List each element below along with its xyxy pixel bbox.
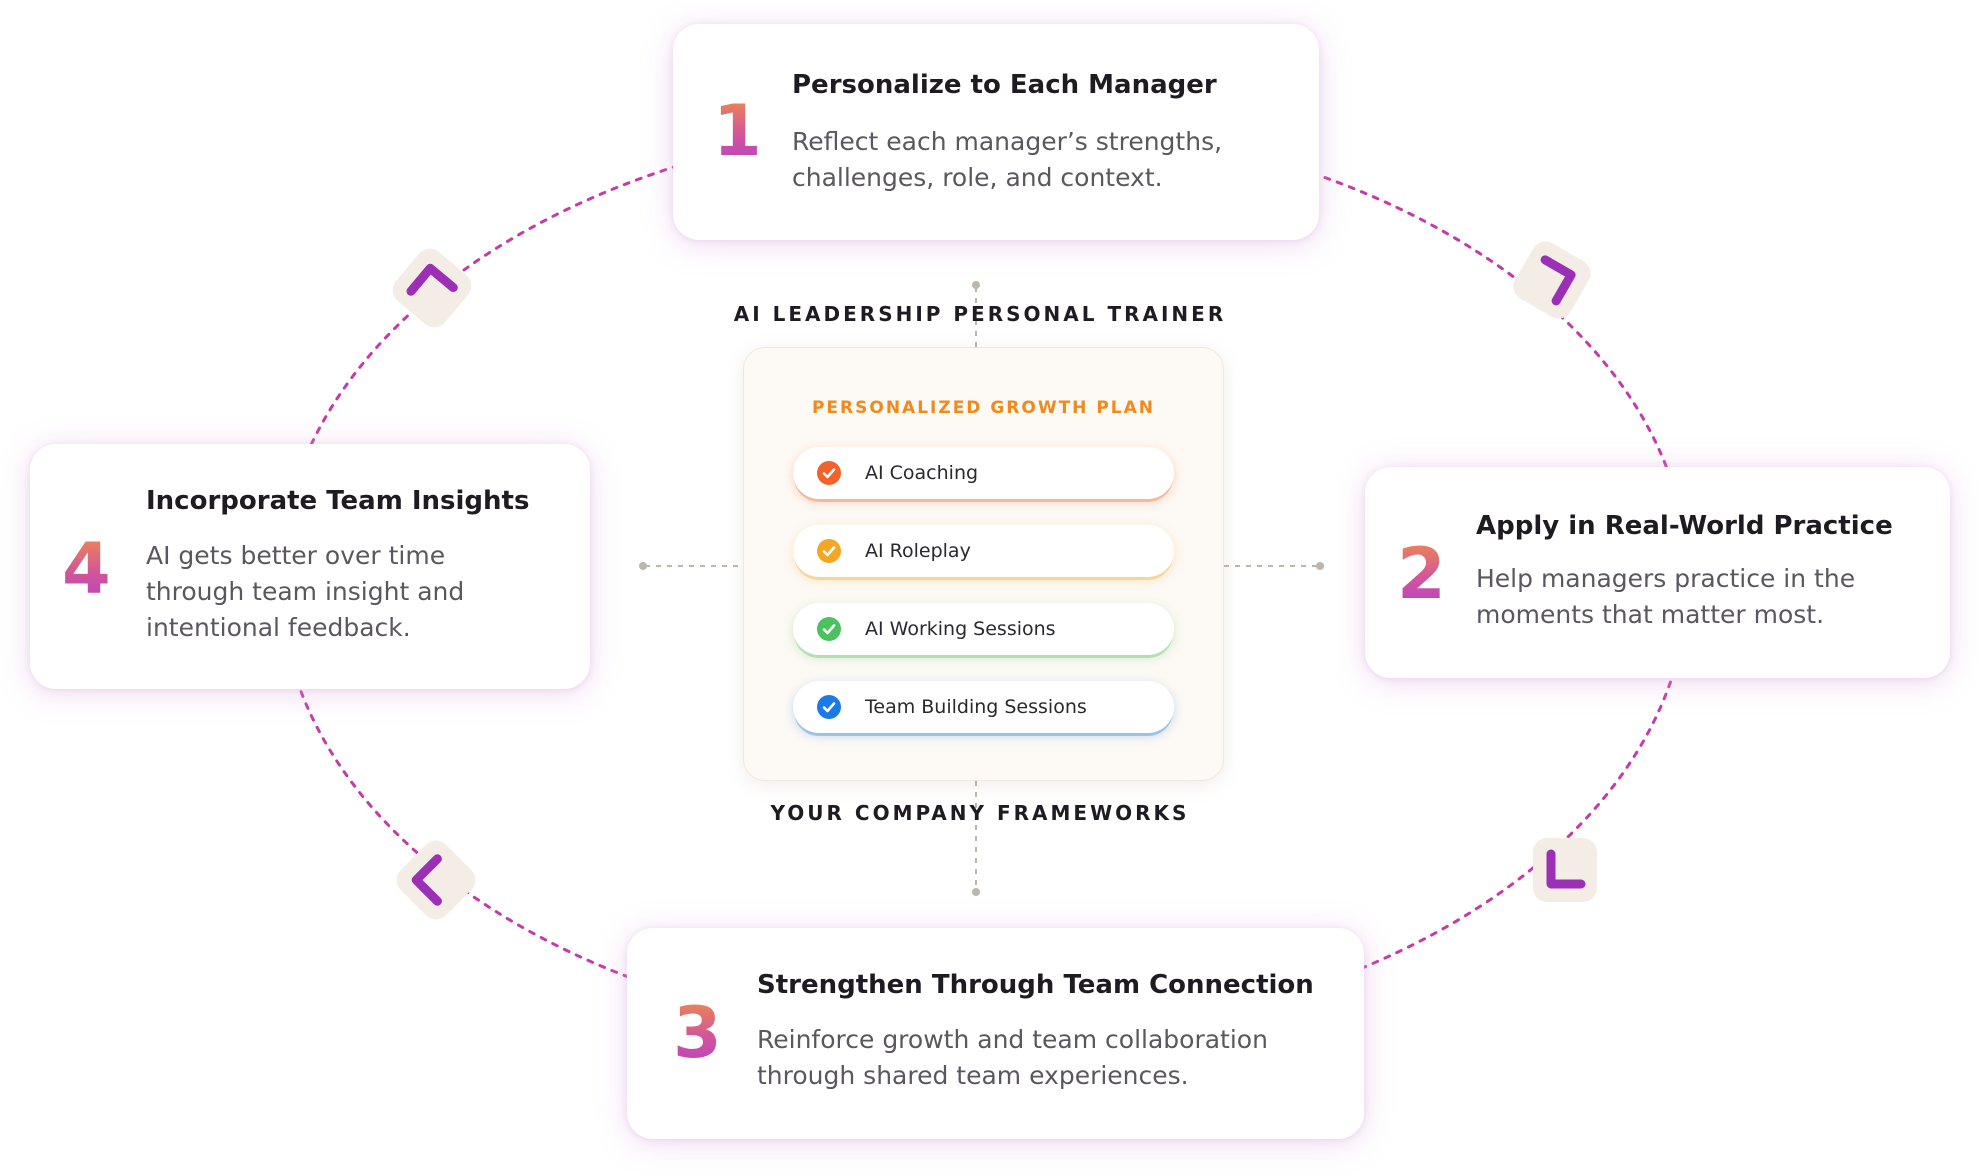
plan-item-ai-working-sessions: AI Working Sessions	[793, 603, 1174, 655]
step-number-4: 4	[62, 528, 111, 610]
arrow-top-right-icon	[1513, 241, 1591, 319]
connector-dot-bottom	[972, 888, 980, 896]
connector-dot-left	[639, 562, 647, 570]
step-title-4: Incorporate Team Insights	[146, 486, 530, 516]
growth-plan-title: PERSONALIZED GROWTH PLAN	[811, 398, 1156, 418]
check-circle-icon	[817, 539, 841, 563]
connector-dot-top	[972, 281, 980, 289]
growth-plan-panel: PERSONALIZED GROWTH PLAN AI Coaching AI …	[743, 347, 1224, 781]
plan-item-label: Team Building Sessions	[865, 696, 1087, 718]
step-description-4: AI gets better over time through team in…	[146, 541, 465, 642]
plan-item-ai-roleplay: AI Roleplay	[793, 525, 1174, 577]
plan-item-ai-coaching: AI Coaching	[793, 447, 1174, 499]
step-title-1: Personalize to Each Manager	[792, 70, 1217, 100]
plan-item-label: AI Working Sessions	[865, 618, 1056, 640]
connector-dot-right	[1316, 562, 1324, 570]
step-description-2: Help managers practice in the moments th…	[1476, 564, 1856, 629]
step-number-3: 3	[673, 992, 722, 1074]
arrow-bottom-right-icon	[1533, 838, 1597, 902]
arrow-top-left-icon	[392, 248, 472, 328]
step-card-1: 1 Personalize to Each Manager Reflect ea…	[673, 24, 1319, 240]
step-description-1: Reflect each manager’s strengths, challe…	[792, 127, 1223, 192]
check-circle-icon	[817, 695, 841, 719]
check-circle-icon	[817, 461, 841, 485]
step-number-1: 1	[713, 90, 762, 172]
header-label: AI LEADERSHIP PERSONAL TRAINER	[733, 302, 1227, 326]
step-description-3: Reinforce growth and team collaboration …	[757, 1025, 1268, 1090]
step-title-3: Strengthen Through Team Connection	[757, 970, 1314, 1000]
step-card-2: 2 Apply in Real-World Practice Help mana…	[1365, 467, 1950, 678]
plan-item-label: AI Roleplay	[865, 540, 971, 562]
step-title-2: Apply in Real-World Practice	[1476, 511, 1893, 541]
step-card-4: 4 Incorporate Team Insights AI gets bett…	[30, 444, 590, 689]
step-number-2: 2	[1397, 533, 1446, 615]
connector-lines	[645, 287, 1318, 890]
footer-label: YOUR COMPANY FRAMEWORKS	[770, 801, 1190, 825]
plan-item-team-building-sessions: Team Building Sessions	[793, 681, 1174, 733]
connector-dots	[639, 281, 1324, 896]
plan-item-label: AI Coaching	[865, 462, 979, 484]
check-circle-icon	[817, 617, 841, 641]
step-card-3: 3 Strengthen Through Team Connection Rei…	[627, 928, 1364, 1139]
arrow-bottom-left-icon	[396, 840, 476, 920]
